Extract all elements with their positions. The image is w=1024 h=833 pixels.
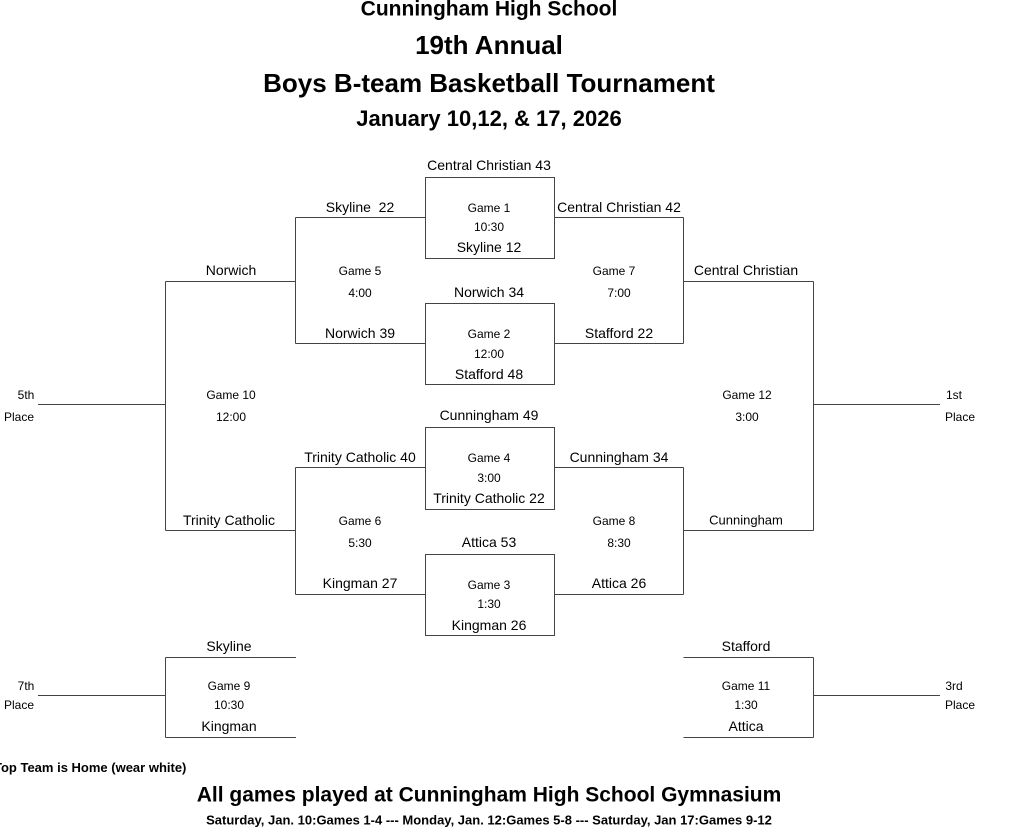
game-5-time: 4:00	[348, 286, 372, 300]
game-7-time: 7:00	[607, 286, 631, 300]
game-9-bottom-team: Kingman	[201, 718, 257, 734]
school-name: Cunningham High School	[360, 0, 618, 21]
game-8-time: 8:30	[607, 536, 631, 550]
game-3-bottom-team: Kingman 26	[451, 617, 527, 633]
game-8-top-team: Cunningham 34	[569, 449, 669, 465]
game-10-label: Game 10	[206, 388, 256, 402]
game-4-label: Game 4	[467, 451, 511, 465]
game-4-top-team: Cunningham 49	[439, 407, 539, 423]
venue-note: All games played at Cunningham High Scho…	[196, 783, 782, 807]
game-4-bottom-team: Trinity Catholic 22	[433, 490, 545, 506]
game-3-label: Game 3	[467, 578, 511, 592]
game-12-label: Game 12	[722, 388, 772, 402]
seventh-place-rank: 7th	[17, 679, 35, 693]
game-1-bottom-team: Skyline 12	[456, 239, 522, 255]
game-11-bottom-team: Attica	[728, 718, 764, 734]
fifth-place-word: Place	[3, 410, 35, 424]
tournament-dates: January 10,12, & 17, 2026	[356, 106, 622, 131]
game-4-box	[425, 427, 555, 510]
game-10-top-team: Norwich	[205, 262, 257, 278]
first-place-rank: 1st	[945, 388, 963, 402]
game-12-time: 3:00	[735, 410, 759, 424]
game-9-top-team: Skyline	[206, 638, 252, 654]
game-11-top-team: Stafford	[721, 638, 771, 654]
game-10-bottom-team: Trinity Catholic	[182, 512, 276, 528]
game-1-top-team: Central Christian 43	[427, 157, 551, 173]
game-6-bottom-team: Kingman 27	[322, 575, 398, 591]
game-11-label: Game 11	[721, 679, 771, 693]
game-6-time: 5:30	[348, 536, 372, 550]
game-5-label: Game 5	[338, 264, 382, 278]
game-8-bottom-team: Attica 26	[591, 575, 647, 591]
game-2-time: 12:00	[473, 347, 505, 361]
first-place-word: Place	[944, 410, 976, 424]
game-11-time: 1:30	[734, 698, 758, 712]
home-team-note: Top Team is Home (wear white)	[0, 760, 187, 775]
game-4-time: 3:00	[477, 471, 501, 485]
game-2-label: Game 2	[467, 327, 511, 341]
game-12-bottom-team: Cunningham	[709, 512, 783, 528]
third-place-rank: 3rd	[945, 679, 963, 693]
game-1-label: Game 1	[467, 201, 511, 215]
game-6-label: Game 6	[338, 514, 382, 528]
game-5-bottom-team: Norwich 39	[324, 325, 396, 341]
game-8-label: Game 8	[592, 514, 636, 528]
seventh-place-word: Place	[3, 698, 35, 712]
third-place-word: Place	[944, 698, 976, 712]
game-7-top-team: Central Christian 42	[557, 199, 681, 215]
page-title: Boys B-team Basketball Tournament	[263, 68, 715, 98]
game-3-top-team: Attica 53	[461, 534, 517, 550]
game-7-label: Game 7	[592, 264, 636, 278]
annual-label: 19th Annual	[415, 30, 563, 60]
game-9-time: 10:30	[213, 698, 245, 712]
game-12-top-team: Central Christian	[693, 262, 799, 278]
game-10-time: 12:00	[215, 410, 247, 424]
game-7-bottom-team: Stafford 22	[584, 325, 654, 341]
game-5-top-team: Skyline 22	[325, 199, 395, 215]
game-2-bottom-team: Stafford 48	[454, 366, 524, 382]
game-1-time: 10:30	[473, 220, 505, 234]
fifth-place-rank: 5th	[17, 388, 35, 402]
game-9-label: Game 9	[207, 679, 251, 693]
schedule-note: Saturday, Jan. 10:Games 1-4 --- Monday, …	[206, 812, 772, 828]
game-3-time: 1:30	[477, 597, 501, 611]
game-2-top-team: Norwich 34	[453, 284, 525, 300]
game-6-top-team: Trinity Catholic 40	[304, 449, 416, 465]
